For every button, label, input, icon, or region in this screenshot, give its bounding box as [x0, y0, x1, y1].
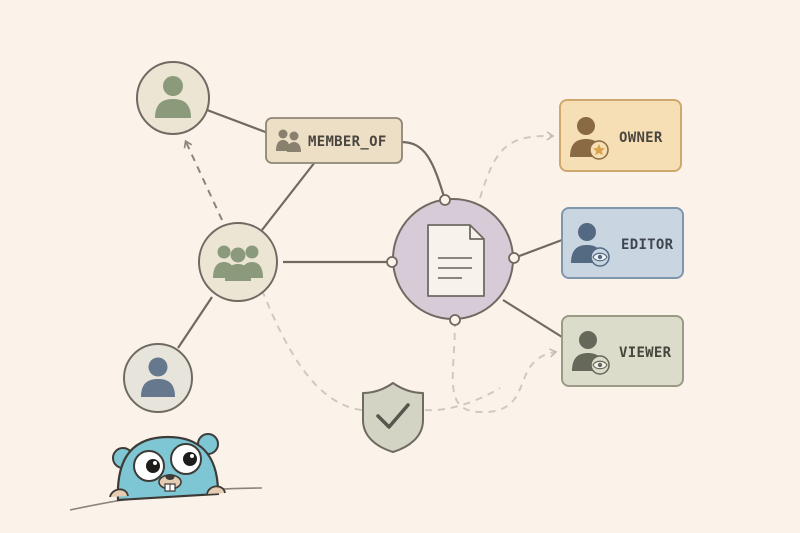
- group-node[interactable]: [198, 222, 278, 302]
- role-viewer-label: VIEWER: [619, 345, 672, 361]
- member-of-edge-label[interactable]: MEMBER_OF: [265, 117, 403, 164]
- star-icon: [589, 140, 609, 160]
- document-icon: [427, 224, 485, 297]
- role-editor[interactable]: EDITOR: [561, 207, 684, 279]
- role-editor-label: EDITOR: [621, 237, 674, 253]
- user-node-bottom[interactable]: [123, 343, 193, 413]
- eye-icon: [590, 355, 610, 375]
- dashed-edge-resource-viewer: [451, 319, 558, 414]
- role-owner-label: OWNER: [619, 130, 663, 146]
- connection-ports: [386, 194, 520, 326]
- resource-node[interactable]: [386, 194, 520, 326]
- role-viewer[interactable]: VIEWER: [561, 315, 684, 387]
- dashed-edge-group-user: [183, 139, 223, 221]
- dashed-edges: [261, 131, 558, 414]
- group-icon: [213, 245, 263, 281]
- edge-resource-editor: [513, 238, 563, 260]
- role-owner[interactable]: OWNER: [559, 99, 682, 172]
- member-of-label-text: MEMBER_OF: [308, 134, 387, 150]
- gopher-mascot: [69, 433, 263, 511]
- user-node-top[interactable]: [136, 61, 210, 135]
- edge-user-memberof: [206, 108, 269, 135]
- user-icon: [155, 76, 191, 118]
- dashed-edge-group-shield: [261, 289, 363, 411]
- dashed-edge-shield-viewer: [424, 387, 501, 412]
- user-icon: [141, 357, 175, 397]
- eye-icon: [590, 247, 610, 267]
- edge-group-user-bottom: [177, 296, 213, 349]
- edge-memberof-resource: [400, 140, 447, 201]
- group-icon: [276, 129, 301, 152]
- dashed-edge-resource-owner: [479, 131, 555, 199]
- edge-resource-viewer: [502, 299, 563, 338]
- shield-check-icon[interactable]: [362, 382, 424, 453]
- edge-group-memberof: [261, 161, 316, 231]
- solid-edges: [177, 108, 563, 349]
